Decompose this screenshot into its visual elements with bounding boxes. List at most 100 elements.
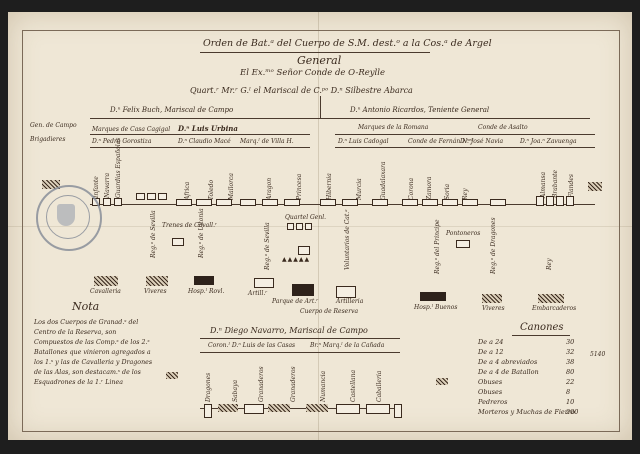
second-line-ultonia: Reg.ᵒ de Ultonia [198, 208, 205, 258]
cannon-row-value: 8 [566, 388, 571, 396]
line-reserve-sub [200, 352, 400, 353]
second-line-rey: Rey [546, 258, 553, 270]
cannon-row-value: 38 [566, 358, 575, 366]
reserve-dragones: Dragones [205, 372, 212, 402]
reserve-cavalry-right [436, 378, 448, 385]
map-sheet [8, 12, 632, 440]
unit-box [103, 198, 111, 206]
regiment-guadalaxara: Guadalaxara [380, 161, 387, 200]
fold-line-vertical [318, 12, 319, 440]
left-brigadier-1: Marques de Casa Cagigal [92, 126, 171, 133]
unit-box [462, 199, 478, 206]
unit-box [566, 196, 574, 206]
reserve-granaderos-1: Granaderos [258, 366, 265, 402]
cannon-row-value: 32 [566, 348, 575, 356]
regiment-brabante: Brabante [552, 169, 559, 198]
cannon-row-value: 22 [566, 378, 575, 386]
unit-box [244, 404, 264, 414]
reserve-granaderos-2: Granaderos [290, 366, 297, 402]
quartel-general: Quartel Genl. [285, 214, 327, 221]
cannon-row-value: 30 [566, 338, 575, 346]
reserve-caballeria: Caballeria [376, 370, 383, 402]
left-sub-1: D.ⁿ Pedro Gorostiza [92, 138, 152, 145]
regiment-infante: Infante [93, 176, 100, 198]
cannon-row-value: 200 [566, 408, 579, 416]
regiment-voluntarios: Voluntarios de Cat.ᵃ [344, 209, 351, 270]
embarcaderos-label: Embarcaderos [532, 305, 577, 312]
unit-box-hatched [268, 404, 290, 412]
line-reserve [200, 338, 400, 339]
right-brigadier-1: Marques de la Romana [358, 124, 429, 131]
viveres-right: Viveres [482, 305, 505, 312]
hospital-block-left [194, 276, 214, 285]
fold-line-horizontal [8, 226, 632, 227]
regiment-hibernia: Hibernia [326, 173, 333, 200]
document-title: Orden de Bat.ᵃ del Cuerpo de S.M. dest.ᵒ… [203, 38, 492, 49]
unit-box [536, 196, 544, 206]
cannon-row-label: De a 4 abreviados [478, 358, 538, 366]
unit-box [372, 199, 388, 206]
unit-box [456, 240, 470, 248]
reserve-sub-left: Coron.ˡ D.ⁿ Luis de las Casas [208, 342, 296, 349]
line-left-brigades [90, 134, 310, 135]
regiment-zamora: Zamora [426, 176, 433, 201]
cavalry-block-right [588, 182, 602, 191]
unit-box [490, 199, 506, 206]
second-line-sevilla-2: Reg.ᵒ de Sevilla [264, 222, 271, 270]
reserve-castellana: Castellana [350, 369, 357, 402]
cannon-row-value: 10 [566, 398, 575, 406]
unit-box [320, 199, 336, 206]
right-sub-4: D.ⁿ Joa.ⁿ Zavuenga [520, 138, 577, 145]
left-brigadier-2: D.ⁿ Luis Urbina [178, 124, 238, 133]
unit-box [546, 196, 554, 206]
regiment-princesa: Princesa [296, 173, 303, 200]
unit-box [114, 198, 122, 206]
cannon-row-value: 80 [566, 368, 575, 376]
label-brigadieres: Brigadieres [30, 136, 66, 143]
hospital-right: Hosp.ˡ Buenos [414, 304, 458, 311]
unit-box [556, 196, 564, 206]
line-generals [90, 118, 590, 119]
unit-box [172, 238, 184, 246]
unit-box [342, 199, 358, 206]
label-gen-campo: Gen. de Campo [30, 122, 77, 129]
left-commander: D.ⁿ Felix Buch, Mariscal de Campo [110, 106, 234, 114]
artilleria-left: Artill.ʳ [248, 290, 268, 297]
second-line-dragones: Reg.ᵒ de Dragones [490, 217, 497, 274]
park-block [292, 284, 314, 296]
reserve-numancia: Numancia [320, 370, 327, 402]
unit-box [262, 199, 278, 206]
regiment-guardias: Guardias Españolas [115, 137, 122, 198]
hospital-block-right [420, 292, 446, 301]
line-central-trunk [320, 96, 321, 118]
reserve-commander: D.ⁿ Diego Navarro, Mariscal de Campo [210, 326, 368, 335]
artillery-box-left [254, 278, 274, 288]
general-name: El Ex.ᵐᵒ Señor Conde de O-Reylle [240, 68, 386, 78]
reserve-sabaya: Sabaya [232, 379, 239, 402]
unit-box [240, 199, 256, 206]
left-sub-3: Marq.ˡ de Villa H. [240, 138, 294, 145]
regiment-aragon: Aragon [266, 177, 273, 200]
cannon-row-label: Morteros y Muchas de Fierro [478, 408, 575, 416]
stamp-crest-icon [57, 204, 75, 226]
park-label: Parque de Art.ʳ [272, 298, 319, 305]
unit-box [366, 404, 390, 414]
document-frame [22, 30, 620, 432]
right-sub-3: D.ⁿ José Navia [460, 138, 504, 145]
line-reserve-bottom [200, 408, 400, 409]
second-line-principe: Reg.ᵒ del Principe [434, 219, 441, 274]
regiment-almansa: Almansa [540, 171, 547, 198]
unit-box [158, 193, 167, 200]
left-sub-2: D.ⁿ Claudio Macé [178, 138, 231, 145]
cavalry-train-block [94, 276, 118, 286]
viveres-block-right [482, 294, 502, 303]
regiment-navarra: Navarra [104, 172, 111, 198]
viveres-left: Viveres [144, 288, 167, 295]
unit-box [216, 199, 232, 206]
unit-box [287, 223, 294, 230]
general-label: General [297, 54, 342, 67]
viveres-block-left [146, 276, 168, 286]
unit-box [336, 404, 360, 414]
artilleria-right: Artilleria [336, 298, 364, 305]
cannons-total: 5140 [590, 351, 606, 358]
